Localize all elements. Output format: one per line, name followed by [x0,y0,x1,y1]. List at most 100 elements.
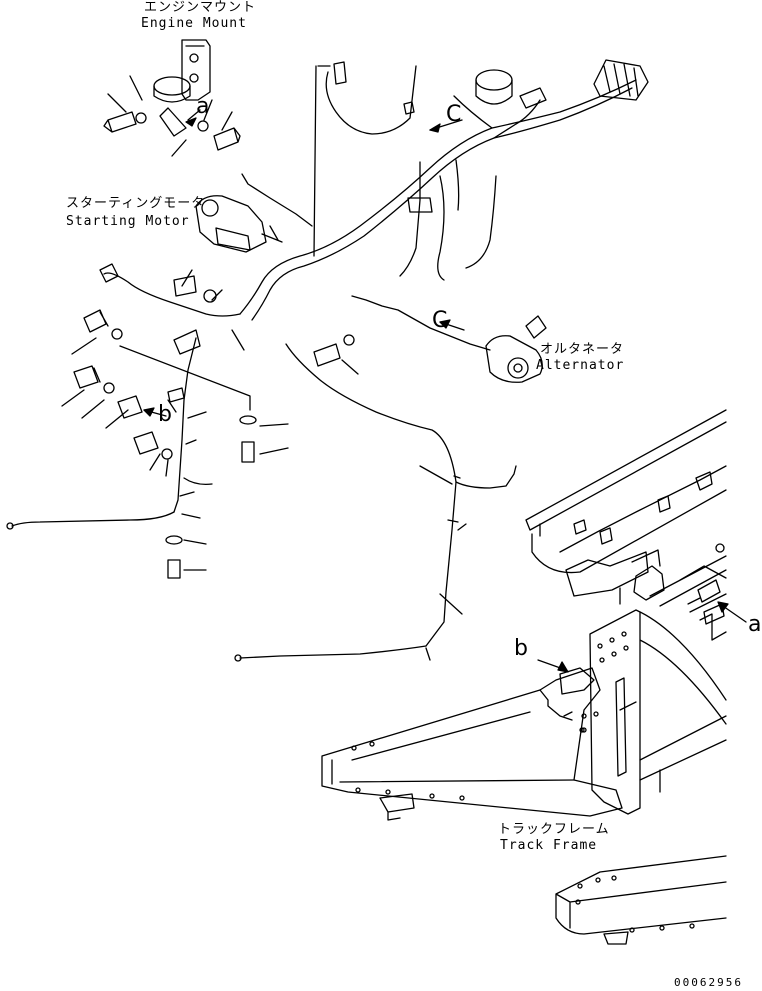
left-harness-branch [7,264,250,529]
frame-lower-right [640,716,726,792]
starting-motor-solenoid [202,200,250,250]
alternator-group [486,316,546,382]
alternator-body [486,336,542,383]
arrow-a-top-head [186,118,196,126]
frame-upper-rail-lower [532,490,726,573]
frame-right-brackets [688,580,724,624]
left-clamp-bracket [118,330,200,418]
arrow-a-top [188,110,200,120]
top-round-connector [476,70,512,90]
engine-mount-group [104,40,240,156]
bolt-5 [314,335,354,366]
callout-c-top: C [446,102,462,127]
alternator-pulley [508,358,528,378]
lower-ring-terminal [235,655,241,661]
frame-rail-wire [560,466,726,552]
fastener-leaders [62,270,358,570]
frame-beam-box-plate [560,668,594,732]
frame-cross-bracket [634,544,724,600]
starting-motor-label-jp: スターティングモータ [66,196,206,211]
ground-ring-terminal [7,523,13,529]
mid-right-connector-box [408,198,432,212]
frame-post-inner [616,678,636,776]
engine-mount-bolt-left [104,112,146,132]
alternator-label-en: Alternator [536,358,625,373]
arrow-b-left-head [144,408,154,416]
centre-vertical-wire [314,66,330,256]
alternator-bracket [526,316,546,338]
main-harness-bundle-a [240,80,636,314]
engine-mount-bolt-right [198,121,240,150]
upper-small-connector [334,62,414,114]
lower-harness-wire-b [456,466,516,488]
track-frame-lower-outline [556,856,726,934]
lower-leader-lines [420,466,466,660]
arrow-c-mid-head [440,320,450,328]
lower-harness-end [240,646,426,658]
frame-post-holes [582,632,628,732]
track-frame-lower [556,856,726,944]
callout-c-mid: C [432,308,448,333]
lower-harness-clamps [440,476,462,614]
frame-long-beam-detail [332,690,574,784]
arrow-b-right-head [558,662,568,672]
engine-mount-label-jp: エンジンマウント [144,0,257,15]
engine-mount-leaders [108,76,232,156]
bolt-3 [134,432,172,459]
top-right-connector-block [594,60,648,100]
frame-right-box [650,556,726,640]
starting-motor-body [196,196,266,252]
engine-mount-bracket [182,40,210,100]
mid-right-harness-branch [400,160,496,280]
upper-branch-wire [326,66,416,134]
track-frame-label-jp: トラックフレーム [498,822,610,837]
arrow-c-top-head [430,124,440,132]
starting-motor-group [196,174,312,252]
frame-vertical-post [590,610,726,814]
left-ground-wire [12,512,174,526]
frame-bottom-tab [380,794,414,820]
starting-motor-terminal [242,174,312,242]
left-wire-clip [100,264,118,282]
alternator-pulley-hub [514,364,522,372]
main-harness-bundle-c [454,96,540,138]
main-wiring-harness [240,60,648,350]
left-fasteners [62,270,358,578]
lower-harness [235,344,516,661]
bolt-1 [84,310,122,339]
frame-long-beam [322,668,622,816]
alternator-label-jp: オルタネータ [540,342,625,357]
left-wire-to-ground [104,273,240,316]
callout-a-top: a [196,94,210,119]
top-small-connector [520,88,546,108]
starting-motor-label-en: Starting Motor [66,214,190,229]
track-frame-lower-holes [576,876,694,932]
left-vertical-harness [174,338,196,512]
bolt-4 [174,276,216,302]
frame-cross-member [566,550,660,604]
callout-a-right: a [748,612,762,637]
left-diagonal-leader [120,346,250,410]
engine-mount-cushion [154,77,190,95]
main-harness-bundle-b [252,88,632,320]
callout-b-right: b [514,636,528,661]
bolt-bottom-right [240,416,256,462]
engine-mount-strap [160,108,186,136]
drawing-number: 00062956 [674,976,743,989]
engine-mount-cushion-body [154,86,190,102]
callout-b-left: b [158,402,172,427]
left-mid-wire [168,400,212,484]
frame-upper-rail [526,410,726,536]
top-round-connector-body [476,80,512,104]
track-frame-lower-tab [604,932,628,944]
frame-beam-holes [352,742,464,800]
track-frame-label-en: Track Frame [500,838,598,853]
alternator-lead [352,296,490,350]
lower-harness-wire-a [286,344,456,646]
frame-rail-clips [574,472,712,544]
engine-mount-label-en: Engine Mount [141,16,247,31]
callout-arrows [144,110,746,672]
bolt-bottom-left [166,536,182,578]
track-frame-main [322,410,726,820]
